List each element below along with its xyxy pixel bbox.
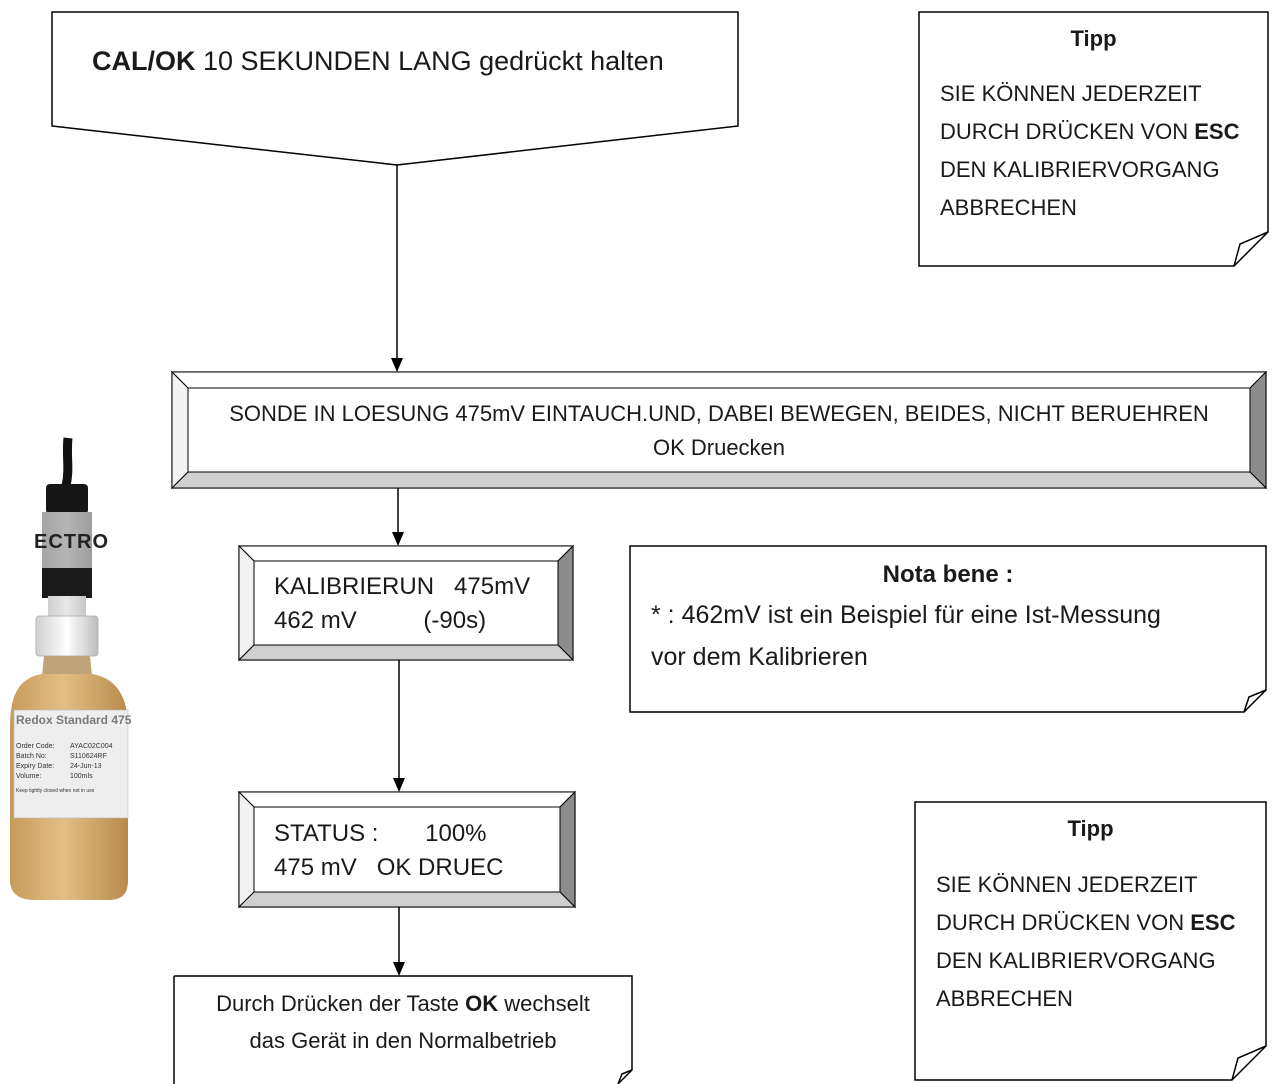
display1-line1: KALIBRIERUN 475mV [274, 573, 531, 600]
display2-line2: 475 mV OK DRUEC [274, 854, 504, 881]
bottle-label-rows: Order Code: AYAC02C004 Batch No: S110624RF… [16, 742, 126, 796]
tip-bottom-fold [1231, 1045, 1267, 1081]
note-box-shape [629, 545, 1267, 713]
tip-top-note-shape [918, 11, 1269, 267]
display1-line2: 462 mV (-90s) [274, 607, 487, 634]
label-value: S110624RF [70, 753, 107, 760]
label-key: Batch No: [16, 753, 47, 760]
tip-top-line4: ABBRECHEN [940, 195, 1077, 220]
bottle-label-row: Expiry Date: 24-Jun-13 [16, 762, 126, 772]
end-note-fold [617, 1069, 633, 1084]
start-shape [51, 11, 739, 166]
tip-top-line2-text: DURCH DRÜCKEN VON [940, 119, 1195, 144]
bottle-cap-text: ECTRO [34, 531, 109, 553]
tip-bottom-esc-key: ESC [1190, 910, 1236, 935]
tip-top-line1: SIE KÖNNEN JEDERZEIT [940, 81, 1202, 106]
label-key: Volume: [16, 773, 42, 780]
tip-bottom-line3: DEN KALIBRIERVORGANG [936, 948, 1216, 973]
instruction-line1: SONDE IN LOESUNG 475mV EINTAUCH.UND, DAB… [229, 401, 1209, 426]
tip-top-line3: DEN KALIBRIERVORGANG [940, 157, 1220, 182]
bottle-label-row: Batch No: S110624RF [16, 752, 126, 762]
tip-bottom-line1: SIE KÖNNEN JEDERZEIT [936, 872, 1198, 897]
start-key: CAL/OK [92, 46, 196, 76]
note-title: Nota bene : [882, 561, 1014, 588]
label-value: 100mls [70, 773, 93, 780]
bottle-label-row: Volume: 100mls [16, 772, 126, 782]
tip-bottom-line2-text: DURCH DRÜCKEN VON [936, 910, 1191, 935]
end-note-shape [173, 975, 633, 1084]
display1-bevel-frame [237, 544, 575, 662]
bottle-label-title: Redox Standard 475 [16, 713, 132, 727]
note-line2: vor dem Kalibrieren [651, 643, 868, 671]
end-line1: Durch Drücken der Taste OK wechselt [174, 987, 632, 1021]
label-value: 24-Jun-13 [70, 763, 102, 770]
start-label: 10 SEKUNDEN LANG gedrückt halten [195, 46, 664, 76]
tip-bottom-title: Tipp [1067, 816, 1114, 841]
label-key: Expiry Date: [16, 763, 55, 770]
tip-bottom-line4: ABBRECHEN [936, 986, 1073, 1011]
end-line1-pre: Durch Drücken der Taste [216, 991, 466, 1016]
arrowhead-4 [393, 962, 405, 976]
tip-bottom-line2: DURCH DRÜCKEN VON ESC [936, 904, 1236, 942]
label-value: AYAC02C004 [70, 743, 113, 750]
instruction-line2: OK Druecken [652, 435, 786, 460]
start-text: CAL/OK 10 SEKUNDEN LANG gedrückt halten [92, 44, 664, 78]
tip-top-line2: DURCH DRÜCKEN VON ESC [940, 113, 1240, 151]
end-ok-key: OK [465, 991, 499, 1016]
bottle-label-footer: Keep tightly closed when not in use [16, 788, 95, 794]
display2-line1: STATUS : 100% [274, 820, 487, 847]
arrowhead-1 [391, 358, 403, 372]
tip-top-title: Tipp [1070, 26, 1117, 51]
arrowhead-2 [392, 532, 404, 546]
tip-top-esc-key: ESC [1194, 119, 1240, 144]
end-line2: das Gerät in den Normalbetrieb [249, 1028, 557, 1053]
tip-top-fold [1233, 231, 1269, 267]
redox-standard-bottle-image [10, 437, 129, 900]
end-line1-post: wechselt [498, 991, 590, 1016]
label-key: Order Code: [16, 743, 55, 750]
note-box-fold [1243, 689, 1267, 713]
bottle-label-row: Order Code: AYAC02C004 [16, 742, 126, 752]
instruction-bevel-frame [170, 370, 1268, 490]
tip-bottom-note-shape [914, 801, 1267, 1081]
arrowhead-3 [393, 778, 405, 792]
note-line1: * : 462mV ist ein Beispiel für eine Ist-… [651, 601, 1161, 629]
display2-bevel-frame [237, 790, 577, 909]
